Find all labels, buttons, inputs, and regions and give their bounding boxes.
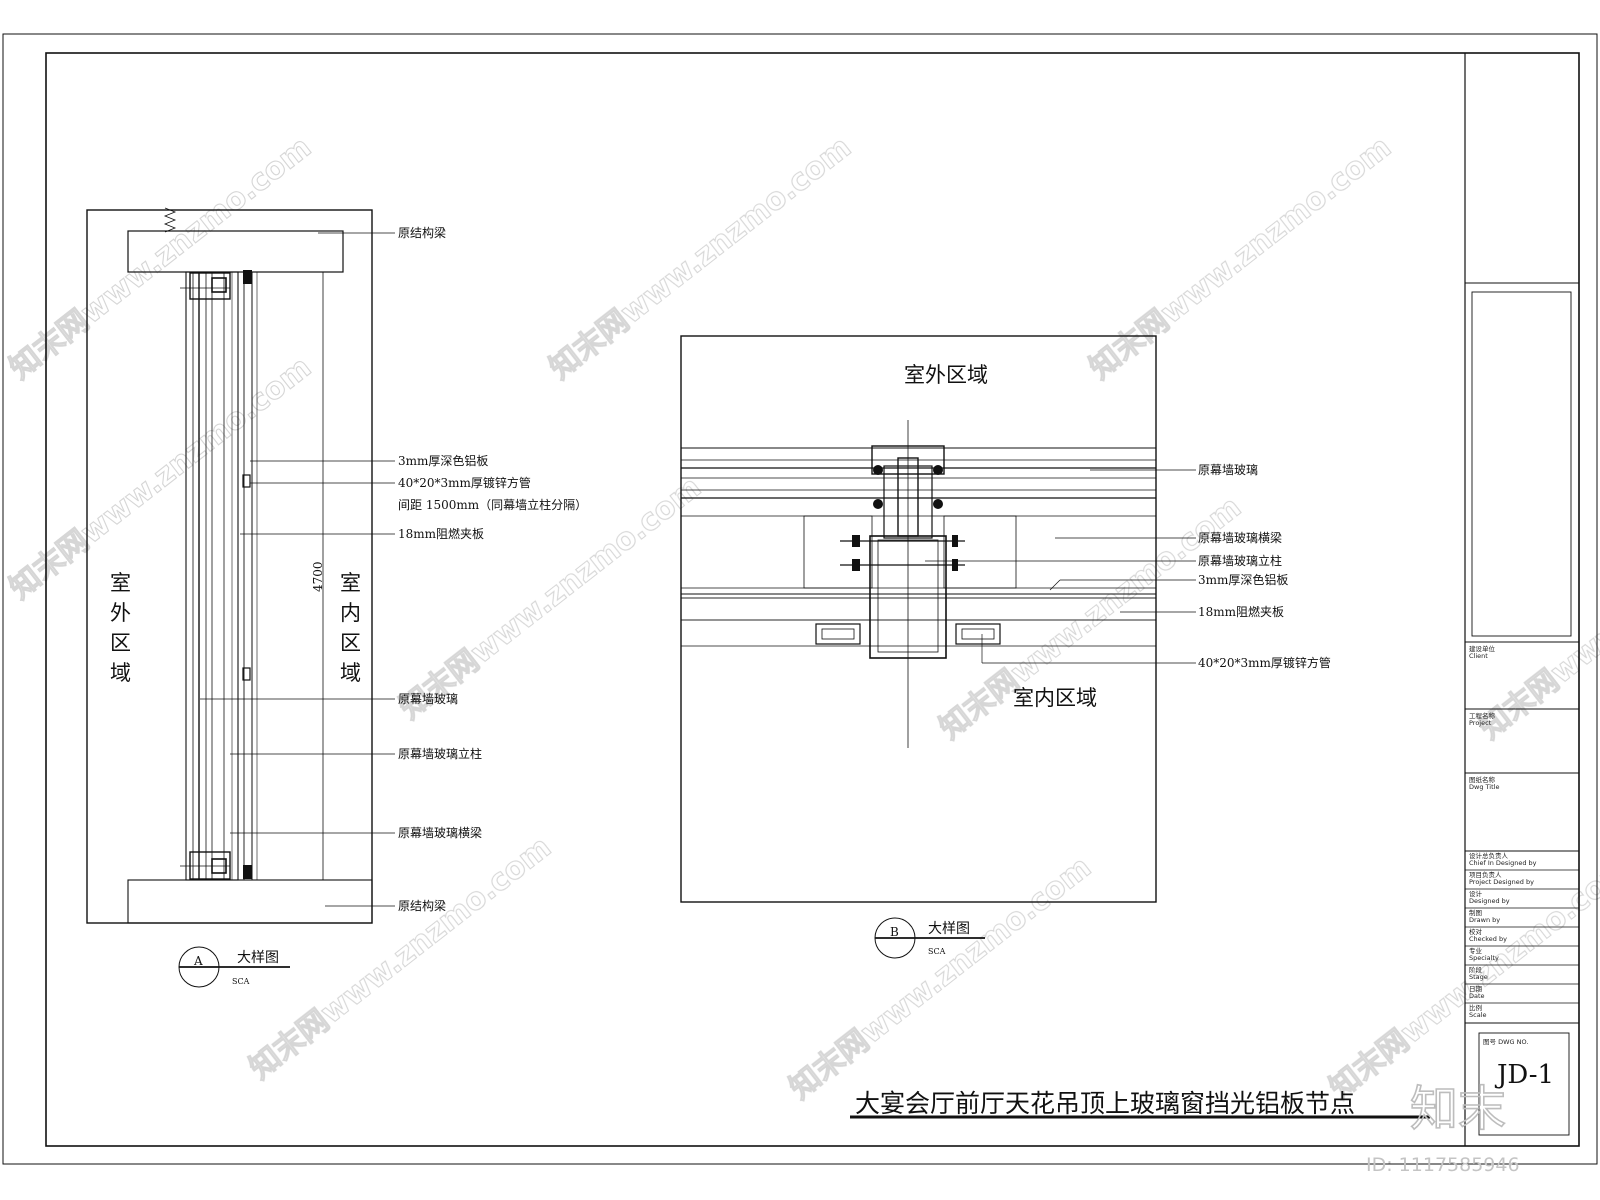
tb-date-cn: 日期: [1469, 985, 1483, 993]
brand-mark: 知末: [1410, 1081, 1506, 1137]
tb-scale-en: Scale: [1469, 1011, 1487, 1019]
detail-b-indoor: 室内区域: [1013, 686, 1097, 710]
tb-pm-cn: 项目负责人: [1469, 870, 1502, 879]
label-b-4: 3mm厚深色铝板: [1198, 572, 1288, 587]
label-a-5: 18mm阻燃夹板: [398, 526, 484, 541]
tb-project-en: Project: [1469, 719, 1492, 727]
label-a-4: 间距 1500mm（同幕墙立柱分隔）: [398, 497, 587, 512]
break-line: [163, 207, 177, 233]
zone-indoor-char: 室内区域: [340, 571, 361, 685]
watermark-text: 知末网www.znzmo.com: [1323, 850, 1600, 1107]
detail-a-leaders: [200, 232, 395, 907]
tb-stage-en: Stage: [1469, 973, 1488, 981]
label-a-7: 原幕墙玻璃立柱: [398, 746, 482, 761]
title-block: 建设单位 Client 工程名称 Project 图纸名称 Dwg Title …: [1464, 53, 1579, 1146]
label-b-6: 40*20*3mm厚镀锌方管: [1198, 655, 1331, 670]
tb-stage-cn: 阶段: [1469, 965, 1483, 974]
tb-title-en: Dwg Title: [1469, 783, 1499, 791]
tb-drawn-cn: 制图: [1469, 908, 1482, 917]
detail-b: 室外区域 室内区域: [680, 335, 1331, 959]
detail-a: 室外区域 室内区域 4700 原结构梁 3mm厚深色铝板 40*20*3mm厚镀…: [86, 207, 587, 988]
tb-date-en: Date: [1469, 992, 1485, 1000]
label-b-3: 原幕墙玻璃立柱: [1198, 553, 1282, 568]
bubble-a-title: 大样图: [237, 950, 279, 966]
watermark-text: 知末网www.znzmo.com: [3, 130, 318, 387]
label-b-1: 原幕墙玻璃: [1198, 463, 1258, 477]
label-a-2: 3mm厚深色铝板: [398, 453, 488, 468]
dimension-4700: 4700: [311, 561, 325, 592]
tb-design-en: Designed by: [1469, 897, 1510, 905]
detail-b-leaders: [925, 469, 1196, 664]
watermark-text: 知末网www.znzmo.com: [3, 350, 318, 607]
tb-checked-en: Checked by: [1469, 935, 1507, 943]
zone-outdoor-char: 室外区域: [110, 571, 131, 685]
tb-design-cn: 设计: [1469, 889, 1483, 898]
id-label: ID: 1117585946: [1366, 1154, 1520, 1176]
tb-dwgno-label: 图号 DWG NO.: [1483, 1038, 1528, 1046]
tb-project-cn: 工程名称: [1469, 711, 1496, 720]
stamp-box: [1471, 291, 1572, 637]
tb-specialty-en: Specialty: [1469, 954, 1499, 962]
tb-drawn-en: Drawn by: [1469, 916, 1500, 924]
bubble-a-scale: SCA: [232, 977, 250, 986]
dwg-no-box: [1478, 1032, 1570, 1136]
tb-title-cn: 图纸名称: [1469, 775, 1496, 784]
watermark-text: 知末网www.znzmo.com: [1473, 490, 1600, 747]
label-a-1: 原结构梁: [398, 225, 446, 240]
bubble-b-title: 大样图: [928, 921, 970, 937]
tb-pm-en: Project Designed by: [1469, 878, 1534, 886]
bubble-b-letter: B: [890, 925, 899, 939]
watermark-text: 知末网www.znzmo.com: [1083, 130, 1398, 387]
label-a-6: 原幕墙玻璃: [398, 692, 458, 706]
watermark-text: 知末网www.znzmo.com: [243, 830, 558, 1087]
tb-chief-en: Chief In Designed by: [1469, 859, 1537, 867]
structural-beam-bottom: [127, 879, 373, 924]
watermark-text: 知末网www.znzmo.com: [543, 130, 858, 387]
bubble-b-scale: SCA: [928, 947, 946, 956]
sheet-outer-border: [2, 33, 1598, 1165]
detail-b-outdoor: 室外区域: [904, 363, 988, 387]
tb-checked-cn: 校对: [1469, 927, 1483, 936]
plywood-layer: [680, 597, 1157, 621]
label-a-9: 原结构梁: [398, 898, 446, 913]
tb-client-en: Client: [1469, 652, 1488, 660]
tb-client-cn: 建设单位: [1469, 644, 1496, 653]
sheet-inner-border: [45, 52, 1580, 1147]
tb-specialty-cn: 专业: [1469, 946, 1483, 955]
watermark-text: 知末网www.znzmo.com: [783, 850, 1098, 1107]
aluminum-panel-line: [237, 271, 245, 881]
label-b-5: 18mm阻燃夹板: [1198, 604, 1284, 619]
drawing-number: JD-1: [1494, 1060, 1554, 1090]
tb-chief-cn: 设计总负责人: [1469, 851, 1509, 860]
label-a-8: 原幕墙玻璃横梁: [398, 825, 482, 840]
label-a-3: 40*20*3mm厚镀锌方管: [398, 475, 531, 490]
detail-a-frame: [86, 209, 373, 924]
label-b-2: 原幕墙玻璃横梁: [1198, 530, 1282, 545]
galvanized-tube: [869, 535, 947, 659]
bubble-a-letter: A: [193, 954, 203, 968]
tb-scale-cn: 比例: [1469, 1003, 1482, 1012]
sheet-title: 大宴会厅前厅天花吊顶上玻璃窗挡光铝板节点: [855, 1089, 1355, 1118]
